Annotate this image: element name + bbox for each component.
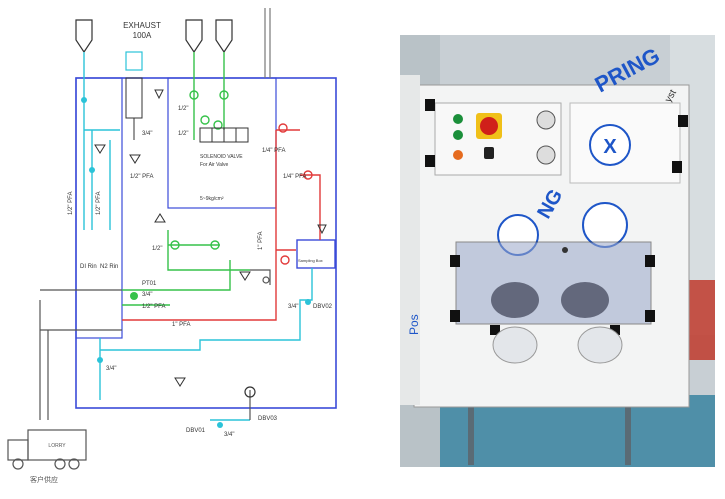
label-bypass: 1/4" PFA	[262, 148, 285, 154]
glovebox-window	[455, 241, 652, 325]
solenoid-cabinet	[167, 77, 277, 209]
logo-seal-icon	[589, 124, 631, 166]
svg-text:X: X	[603, 136, 617, 158]
label-di: DI Rin	[80, 264, 97, 270]
label-l1-2-mid: 1/2"	[152, 246, 162, 252]
exhaust-size: 100A	[133, 31, 152, 40]
solenoid-manifold	[199, 127, 249, 143]
glove-port-right	[561, 282, 609, 318]
orange-button	[453, 150, 463, 160]
exhaust-duct-top	[125, 51, 143, 71]
label-three-quarter-c: 3/4"	[106, 366, 116, 372]
pid-diagram: EXHAUST 100A	[7, 8, 337, 484]
label-dbv01: DBV01	[186, 428, 206, 434]
label-solenoid-a: SOLENOID VALVE	[200, 154, 243, 160]
label-l1-2-top2: 1/2"	[178, 131, 188, 137]
label-left-vert: 1/2" PFA	[68, 192, 74, 215]
n2-lines	[122, 78, 250, 306]
label-dbv03: DBV03	[258, 416, 278, 422]
emergency-stop-icon	[480, 117, 498, 135]
photo-svg: PRING yst X NG Pos	[400, 35, 715, 467]
glove-port-left	[491, 282, 539, 318]
label-sampling: Sampling Box	[298, 258, 323, 263]
label-mid-pfa: 1/4" PFA	[283, 174, 306, 180]
key-switch-icon	[484, 147, 494, 159]
green-button	[453, 114, 463, 124]
label-one-pfa: 1" PFA	[172, 322, 190, 328]
label-air-pressure: 5~9kg/cm²	[200, 196, 224, 202]
label-dbv02: DBV02	[313, 304, 333, 310]
exhaust-inlets	[75, 19, 233, 78]
glove-right	[577, 326, 623, 364]
pressure-gauge-2	[536, 145, 556, 165]
equipment-photo: PRING yst X NG Pos	[400, 35, 715, 467]
label-three-quarter-a: 3/4"	[142, 292, 152, 298]
di-water-lines	[83, 78, 313, 421]
glove-left	[492, 326, 538, 364]
left-cabinet	[75, 77, 123, 339]
truck-label: LORRY	[48, 443, 66, 449]
bottom-note: 客户供应	[30, 475, 58, 484]
label-pt01: PT01	[142, 281, 157, 287]
utility-lines	[39, 269, 271, 420]
truck-icon: LORRY	[7, 429, 87, 470]
label-three-quarter-d: 3/4"	[224, 432, 234, 438]
label-n2: N2 Rin	[100, 264, 118, 270]
valves	[81, 90, 313, 428]
label-l1-2-top: 1/2"	[178, 106, 188, 112]
label-l3-4-a: 3/4"	[142, 131, 152, 137]
sampling-box	[296, 239, 336, 269]
label-solenoid-b: For Air Valve	[200, 162, 228, 168]
pressure-gauge-1	[536, 110, 556, 130]
filters	[94, 89, 327, 387]
brand-left-text: Pos	[407, 314, 421, 335]
pid-svg: EXHAUST 100A	[7, 8, 337, 484]
label-half-pfa-c: 1/2" PFA	[142, 304, 165, 310]
exhaust-duct	[125, 77, 143, 119]
exhaust-label: EXHAUST	[123, 21, 161, 30]
label-l1-2-pfa-a: 1/2" PFA	[130, 174, 153, 180]
label-left-vert2: 1/2" PFA	[96, 192, 102, 215]
label-red-vert: 1" PFA	[258, 232, 264, 250]
label-three-quarter-b: 3/4"	[288, 304, 298, 310]
